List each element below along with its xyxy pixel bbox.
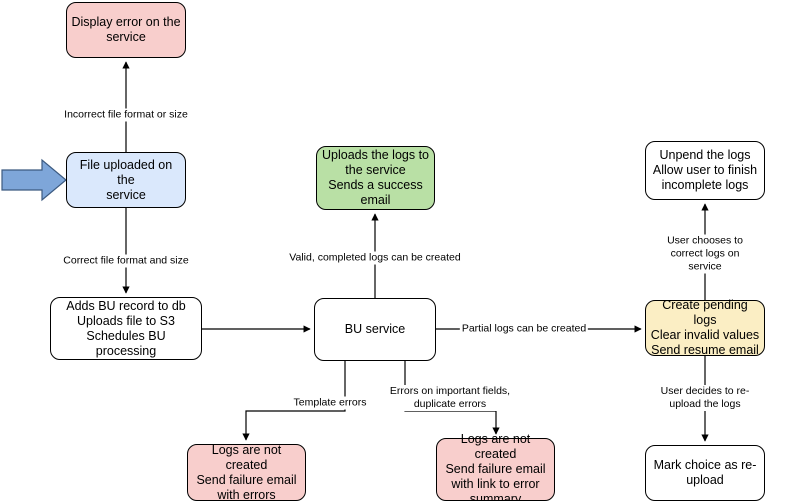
edge-label-correct-file-format: Correct file format and size (61, 254, 191, 268)
node-mark-choice-as-reupload[interactable]: Mark choice as re- upload (645, 445, 765, 501)
edge-label-incorrect-file-format: Incorrect file format or size (62, 108, 190, 122)
node-adds-bu-record[interactable]: Adds BU record to db Uploads file to S3 … (50, 297, 202, 360)
node-label: Adds BU record to db Uploads file to S3 … (66, 298, 186, 358)
edge-buservice-to-template-errors (242, 361, 346, 441)
node-file-uploaded-on-the-service[interactable]: File uploaded on the service (66, 152, 186, 208)
node-label: Logs are not created Send failure email … (196, 442, 297, 501)
edge-label-user-chooses-to-correct-logs: User chooses to correct logs on service (657, 234, 753, 274)
node-logs-not-created-error-summary[interactable]: Logs are not created Send failure email … (436, 432, 555, 501)
node-label: Logs are not created Send failure email … (445, 432, 546, 501)
start-arrow-icon (1, 158, 67, 202)
edge-label-partial-logs: Partial logs can be created (459, 322, 589, 336)
node-label: File uploaded on the service (79, 157, 173, 202)
node-bu-service[interactable]: BU service (314, 298, 436, 361)
node-label: BU service (344, 322, 406, 336)
edge-label-template-errors: Template errors (291, 396, 369, 410)
node-label: Uploads the logs to the service Sends a … (321, 148, 429, 207)
node-create-pending-logs[interactable]: Create pending logs Clear invalid values… (645, 298, 765, 357)
edge-label-valid-completed-logs: Valid, completed logs can be created (287, 251, 463, 265)
node-label: Unpend the logs Allow user to finish inc… (652, 148, 758, 192)
edge-label-errors-on-important-fields: Errors on important fields, duplicate er… (387, 385, 513, 411)
node-label: Display error on the service (71, 15, 181, 44)
node-display-error[interactable]: Display error on the service (66, 2, 186, 58)
node-logs-not-created-template-errors[interactable]: Logs are not created Send failure email … (187, 442, 306, 501)
node-uploads-the-logs[interactable]: Uploads the logs to the service Sends a … (316, 146, 435, 210)
node-label: Create pending logs Clear invalid values… (650, 298, 760, 357)
node-label: Mark choice as re- upload (653, 458, 757, 487)
node-unpend-the-logs[interactable]: Unpend the logs Allow user to finish inc… (645, 141, 765, 200)
edge-label-user-decides-to-reupload: User decides to re-upload the logs (657, 385, 753, 411)
